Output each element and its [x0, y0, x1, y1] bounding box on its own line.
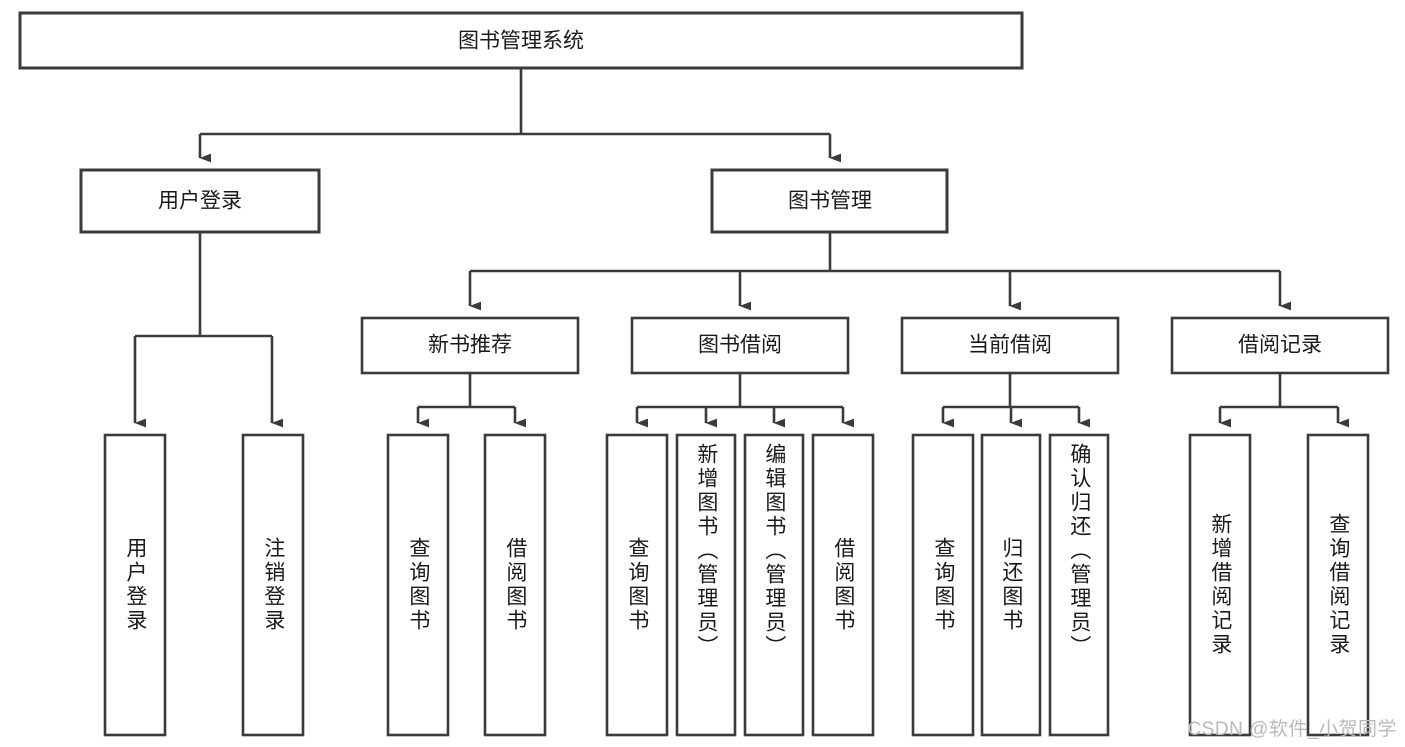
- leaf-box-query-borrow-record[interactable]: [1306, 433, 1370, 737]
- node-book-management-label: 图书管理: [788, 190, 872, 213]
- leaf-box-add-borrow-record[interactable]: [1188, 433, 1252, 737]
- node-current-borrow[interactable]: 当前借阅: [900, 316, 1120, 375]
- node-new-book-recommend-label: 新书推荐: [428, 334, 512, 357]
- node-borrow-record-label: 借阅记录: [1238, 334, 1322, 357]
- leaf-box-borrow-book-recommend[interactable]: [483, 433, 547, 737]
- node-root[interactable]: 图书管理系统: [18, 11, 1024, 70]
- node-book-management-box: [710, 168, 949, 234]
- node-book-borrow-box: [630, 316, 850, 375]
- leaf-box-borrow-book[interactable]: [811, 433, 875, 737]
- node-current-borrow-box: [900, 316, 1120, 375]
- leaf-box-user-login[interactable]: [103, 433, 167, 737]
- node-user-login-box: [79, 168, 321, 234]
- leaf-box-logout-login[interactable]: [241, 433, 305, 737]
- connector-layer: [133, 68, 1349, 428]
- leaf-box-query-book-borrow[interactable]: [605, 433, 669, 737]
- node-user-login-label: 用户登录: [158, 190, 242, 213]
- node-root-box: [18, 11, 1024, 70]
- leaf-box-add-book-admin[interactable]: [675, 433, 737, 737]
- leaf-box-return-book[interactable]: [980, 433, 1042, 737]
- node-book-management[interactable]: 图书管理: [710, 168, 949, 234]
- node-new-book-recommend-box: [360, 316, 580, 375]
- node-borrow-record[interactable]: 借阅记录: [1170, 316, 1390, 375]
- leaf-box-query-book-recommend[interactable]: [386, 433, 450, 737]
- node-current-borrow-label: 当前借阅: [968, 334, 1052, 357]
- node-book-borrow-label: 图书借阅: [698, 334, 782, 357]
- node-user-login[interactable]: 用户登录: [79, 168, 321, 234]
- leaf-box-edit-book-admin[interactable]: [743, 433, 805, 737]
- node-root-label: 图书管理系统: [458, 30, 584, 53]
- leaf-box-query-book-current[interactable]: [911, 433, 975, 737]
- node-new-book-recommend[interactable]: 新书推荐: [360, 316, 580, 375]
- node-borrow-record-box: [1170, 316, 1390, 375]
- node-book-borrow[interactable]: 图书借阅: [630, 316, 850, 375]
- watermark-text: CSDN @软件_小贺同学: [1187, 719, 1397, 740]
- leaf-box-confirm-return-admin[interactable]: [1048, 433, 1110, 737]
- leaf-boxes: [103, 433, 1370, 737]
